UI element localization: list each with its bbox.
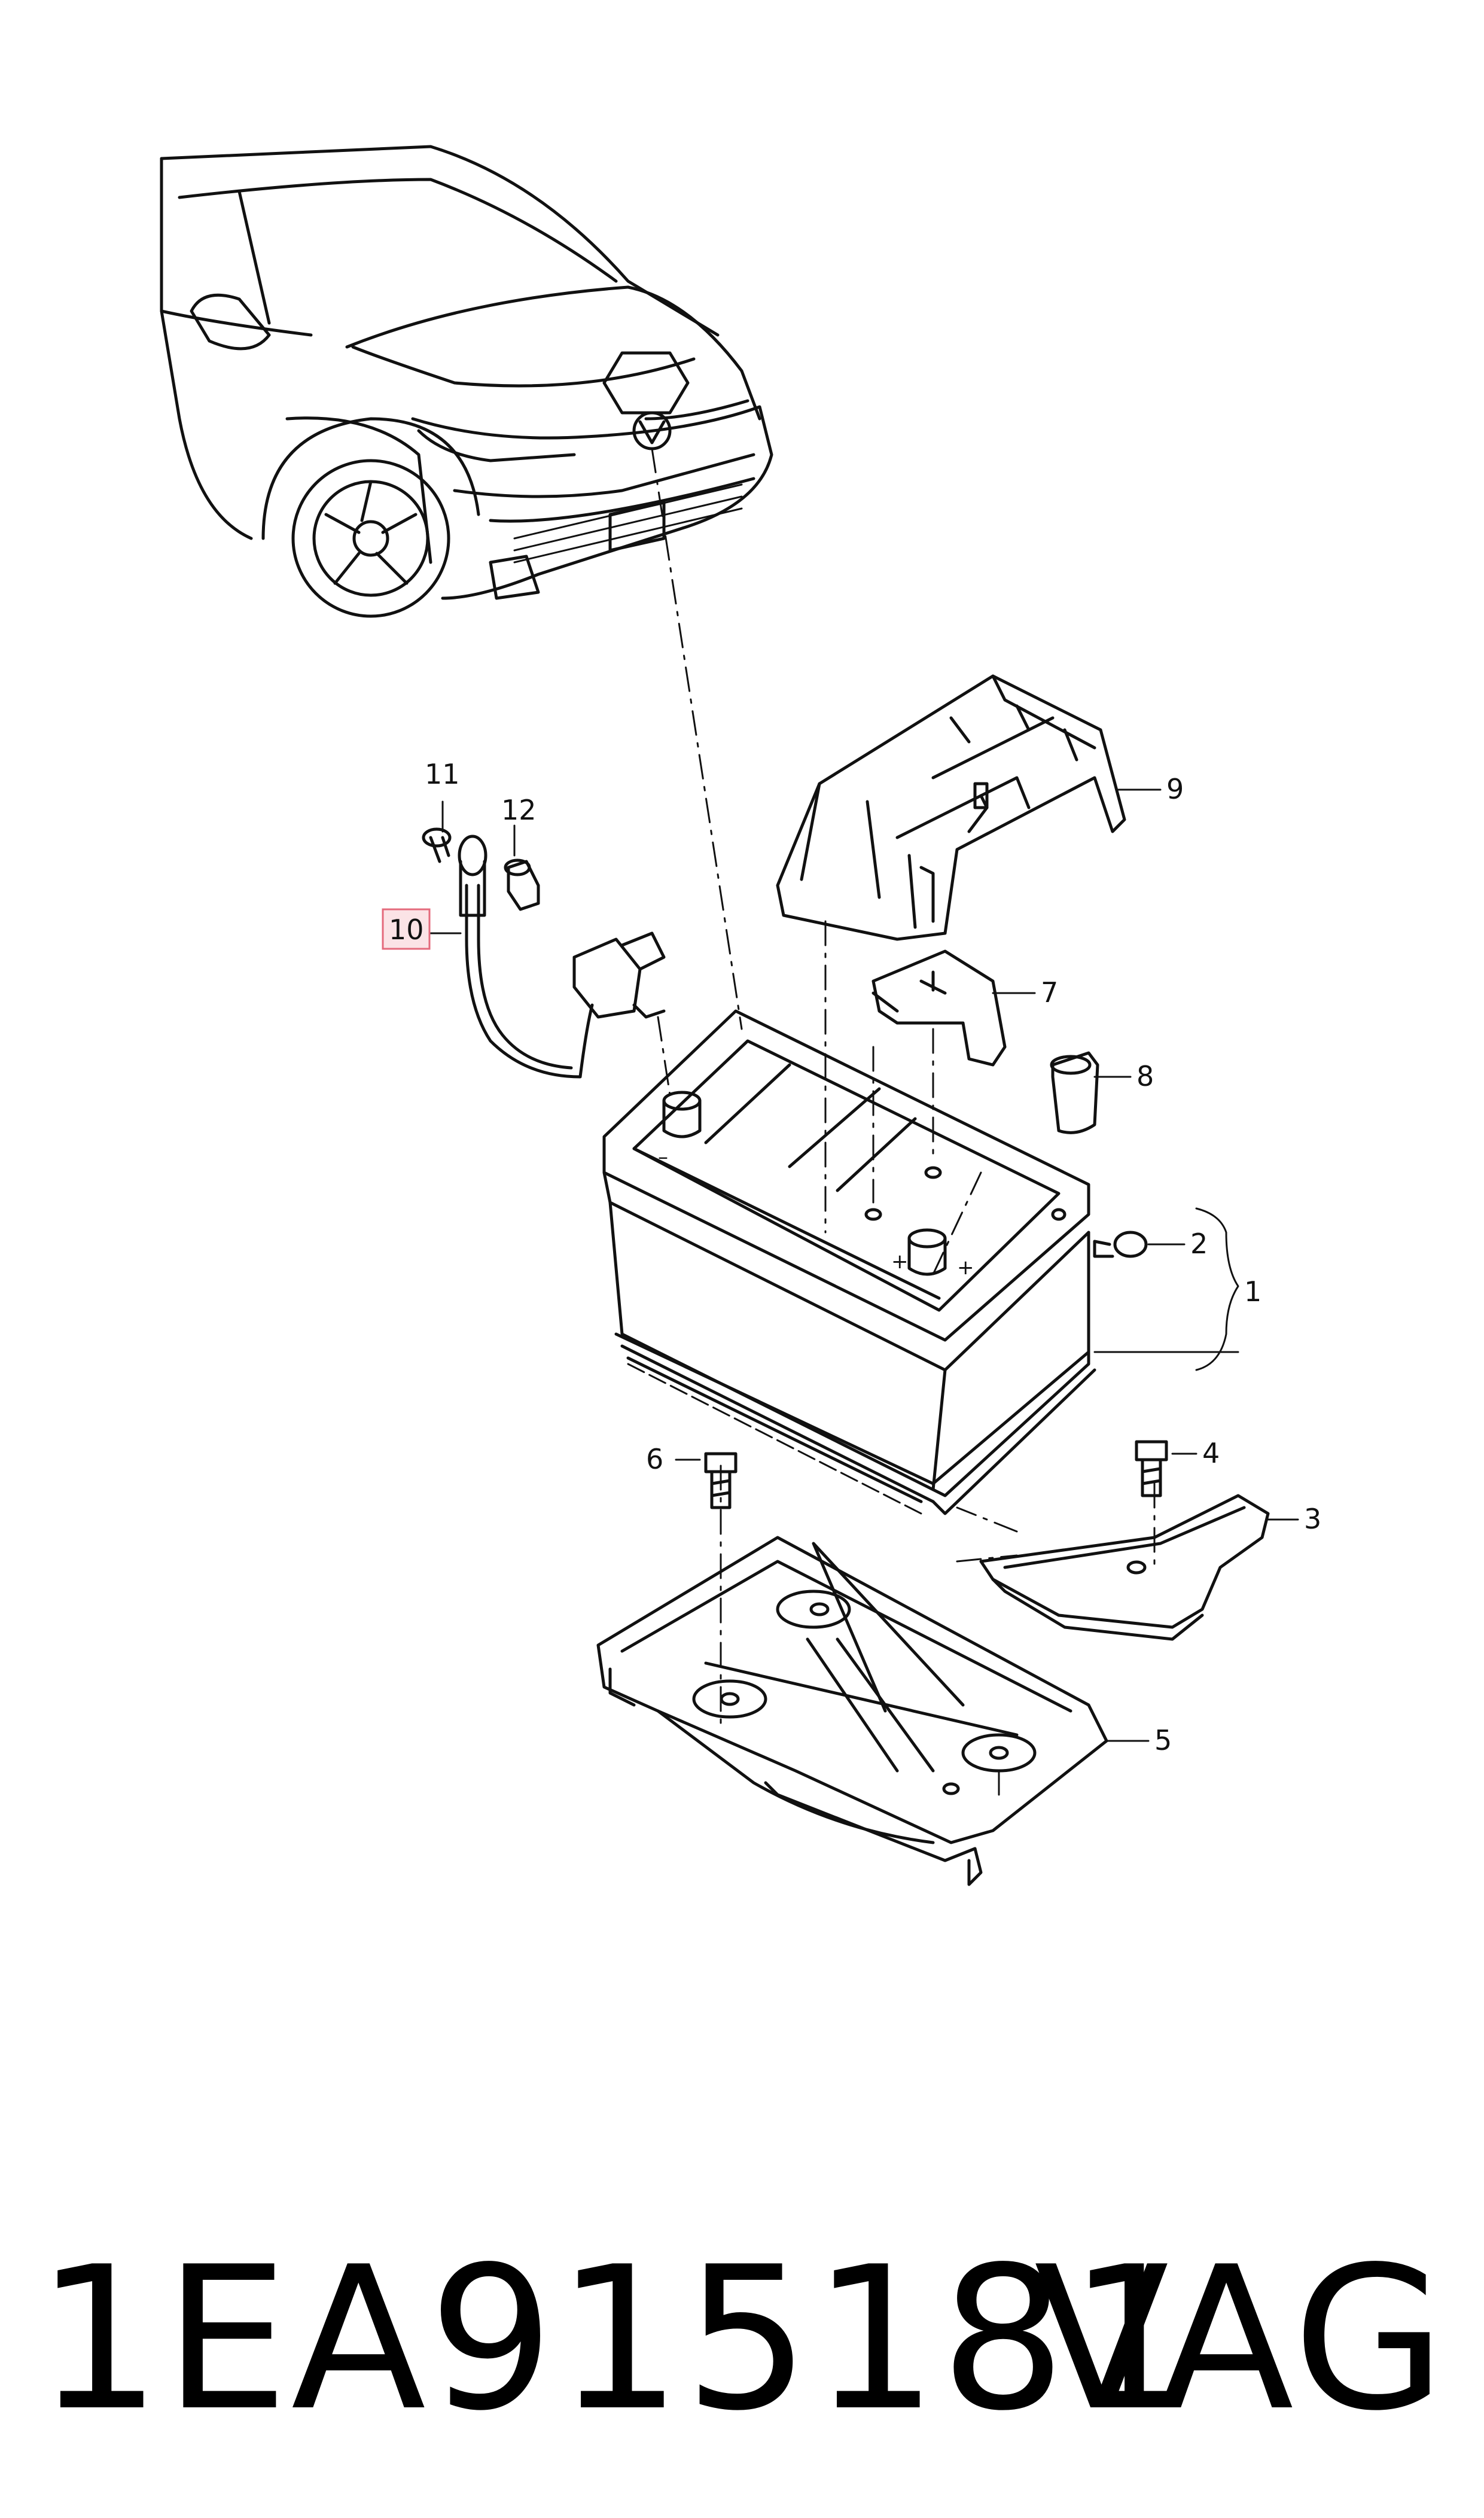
battery-bracket [776, 674, 1126, 941]
battery-illustration [602, 1009, 1096, 1515]
callout-10-highlight [382, 908, 431, 950]
clip-fastener [422, 827, 452, 863]
callout-5: 5 [1154, 1724, 1172, 1756]
plus-terminal-label-2: + [957, 1256, 974, 1280]
callout-2: 2 [1190, 1228, 1208, 1260]
callout-9: 9 [1166, 773, 1184, 805]
callout-1: 1 [1244, 1275, 1261, 1308]
car-front-illustration [160, 145, 773, 618]
callout-6: 6 [646, 1443, 663, 1475]
callout-8: 8 [1136, 1060, 1154, 1092]
ground-cable [458, 835, 666, 1079]
terminal-cover [871, 949, 1007, 1067]
plus-terminal-label: + [891, 1250, 909, 1274]
hold-down-clamp [979, 1494, 1270, 1641]
bolt-6 [704, 1452, 738, 1509]
footer: 1EA915181 VAG [0, 2225, 1484, 2453]
grommet [504, 858, 540, 911]
callout-12: 12 [501, 794, 537, 826]
brand-name: VAG [1034, 2224, 1448, 2454]
hexagon-marker-icon [602, 351, 690, 415]
bolt-4 [1135, 1440, 1168, 1497]
battery-tray [596, 1536, 1108, 1886]
callout-3: 3 [1304, 1503, 1321, 1535]
callout-7: 7 [1041, 976, 1058, 1009]
vent-plug [1093, 1231, 1148, 1258]
callout-4: 4 [1202, 1437, 1220, 1469]
parts-diagram: – + + 1 2 3 4 5 6 7 8 9 10 11 12 [160, 145, 1321, 1886]
minus-terminal-label: – [658, 1145, 668, 1169]
callout-10: 10 [389, 914, 424, 946]
callout-11: 11 [425, 758, 460, 790]
terminal-cap [1050, 1051, 1099, 1134]
part-number: 1EA915181 [36, 2224, 1196, 2454]
